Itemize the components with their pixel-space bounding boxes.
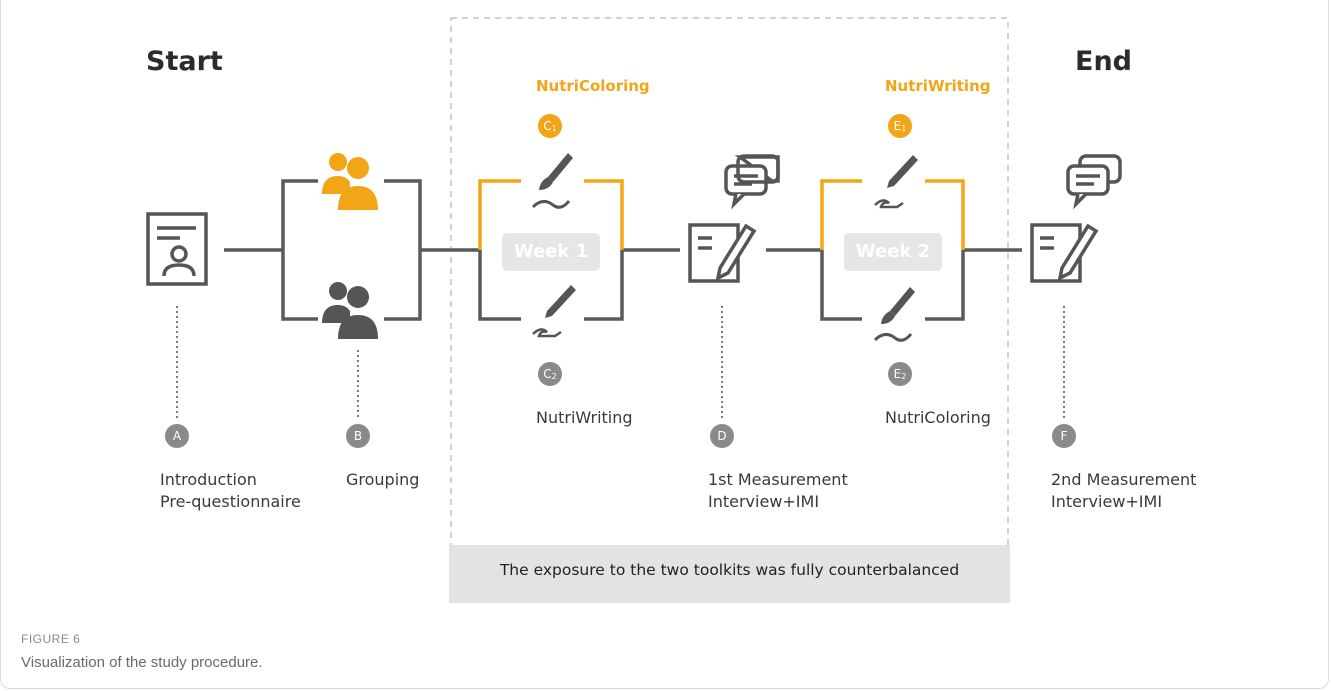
end-label: End <box>1075 46 1132 77</box>
counterbalance-note-band <box>449 545 1010 603</box>
toolkit-label-top-left: NutriColoring <box>536 77 650 95</box>
measurement-interview-icon-2 <box>1030 223 1099 283</box>
counterbalance-note: The exposure to the two toolkits was ful… <box>499 561 960 579</box>
badge-c2: C2 <box>538 362 562 386</box>
toolkit-label-top-right: NutriWriting <box>885 77 991 95</box>
group-orange-icon <box>322 153 378 210</box>
dotted-connectors <box>176 306 1065 418</box>
week2-chip: Week 2 <box>844 233 942 271</box>
brush-icon-week2 <box>873 287 915 342</box>
step-a-line2: Pre-questionnaire <box>160 492 301 511</box>
counterbalance-box <box>450 17 1009 547</box>
questionnaire-document-icon <box>146 212 208 286</box>
step-a-line1: Introduction <box>160 470 257 489</box>
figure-label: FIGURE 6 <box>21 632 81 646</box>
chat-bubbles-icon <box>724 154 780 210</box>
step-f-line2: Interview+IMI <box>1051 492 1163 511</box>
badge-f: F <box>1052 424 1076 448</box>
step-d-line2: Interview+IMI <box>708 492 820 511</box>
badge-e1: E1 <box>888 114 912 138</box>
badge-e2: E2 <box>888 362 912 386</box>
step-b: Grouping <box>346 470 420 489</box>
group-gray-icon <box>322 282 378 339</box>
week1-chip: Week 1 <box>502 233 600 271</box>
week2-bracket <box>820 179 965 321</box>
start-label: Start <box>146 46 223 77</box>
badge-a: A <box>165 424 189 448</box>
pen-icon <box>532 285 576 338</box>
step-d-line1: 1st Measurement <box>708 470 848 489</box>
brush-icon <box>531 153 573 209</box>
badge-d: D <box>710 424 734 448</box>
chat-bubbles-icon-2 <box>1066 154 1122 210</box>
measurement-interview-icon <box>688 223 757 283</box>
toolkit-label-bottom-right: NutriColoring <box>885 408 991 427</box>
figure-caption: Visualization of the study procedure. <box>21 654 263 671</box>
badge-b: B <box>346 424 370 448</box>
pen-icon-week2 <box>874 155 918 209</box>
badge-c1: C1 <box>538 114 562 138</box>
step-f-line1: 2nd Measurement <box>1051 470 1197 489</box>
toolkit-label-bottom-left: NutriWriting <box>536 408 633 427</box>
week1-bracket <box>478 179 624 321</box>
grouping-bracket <box>281 179 422 321</box>
